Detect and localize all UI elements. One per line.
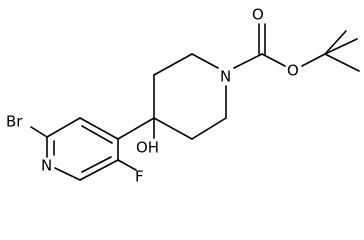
ester-oxygen-label: O: [287, 62, 299, 80]
pyridine-ring: [46, 117, 119, 181]
bond-c4-piperidine: [117, 117, 155, 140]
bond-tbu-methyl-down: [324, 53, 360, 72]
piperidine-nitrogen-label: N: [220, 68, 231, 86]
bond-c3-c4-inner: [81, 125, 113, 144]
hydroxyl-label: OH: [136, 139, 159, 157]
bond-tbu-methyl-right: [324, 38, 358, 55]
bond-c6-n1: [54, 167, 81, 181]
bond-c6p-c5p: [191, 117, 227, 140]
chemical-structure-diagram: Br N F OH N O O: [6, 6, 360, 186]
bond-c5p-c4p: [153, 117, 193, 140]
piperidine-ring: [153, 53, 227, 140]
bond-c3-c4: [79, 117, 119, 140]
bond-c3p-c2p: [153, 53, 193, 76]
carbonyl-oxygen-label: O: [252, 6, 264, 24]
bond-c5-f: [117, 159, 137, 171]
boc-group: [233, 23, 360, 72]
bond-c5-c6-inner: [81, 156, 112, 173]
bond-n-carbonyl: [233, 53, 263, 69]
bond-c2p-n: [191, 53, 219, 69]
bond-c5-c6: [79, 159, 119, 181]
bond-c2-br: [30, 126, 48, 138]
bond-ester-o-tbu: [301, 53, 326, 67]
fluorine-label: F: [135, 168, 144, 186]
bond-c2-c3: [46, 117, 81, 138]
bromine-label: Br: [6, 113, 23, 131]
bond-carbonyl-ester-o: [261, 53, 286, 67]
pyridine-nitrogen-label: N: [41, 157, 52, 175]
bond-tbu-methyl-up: [324, 30, 347, 55]
